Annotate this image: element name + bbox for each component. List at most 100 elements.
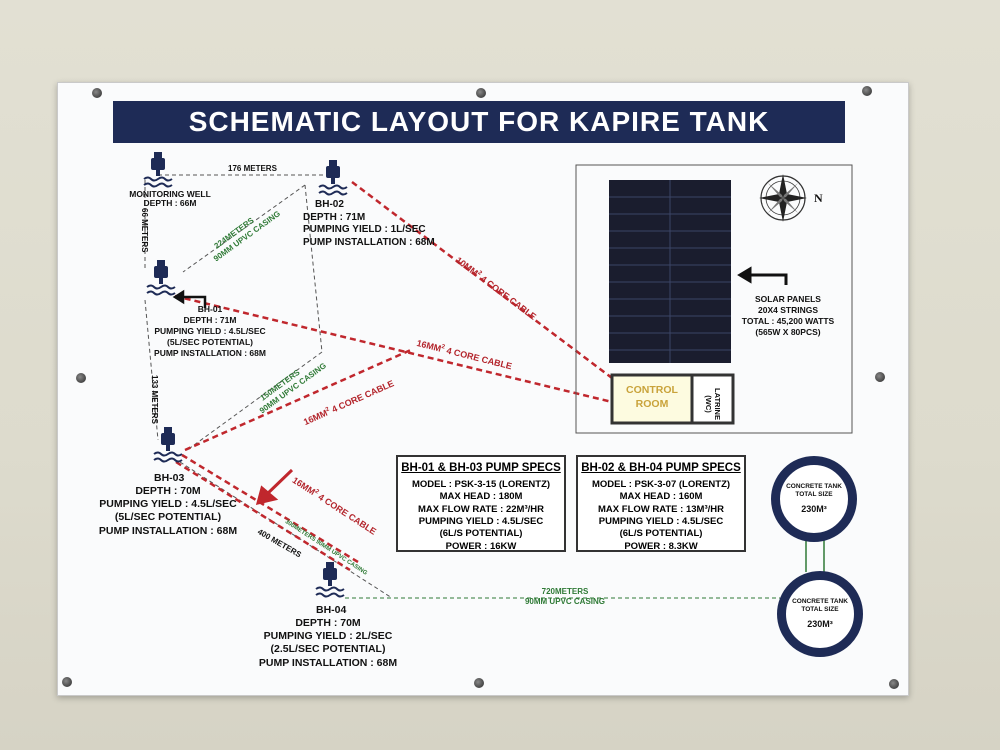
pump-specs-box-bh02-bh04: BH-02 & BH-04 PUMP SPECS MODEL : PSK-3-0… bbox=[576, 455, 746, 552]
tank-top-title: CONCRETE TANK bbox=[786, 483, 842, 490]
bh03-depth: DEPTH : 70M bbox=[135, 485, 201, 498]
screw bbox=[92, 88, 102, 98]
bh02-yield: PUMPING YIELD : 1L/SEC bbox=[303, 224, 426, 235]
control-room-line2: ROOM bbox=[635, 397, 669, 410]
bh01-yield: PUMPING YIELD : 4.5L/SEC bbox=[154, 326, 266, 337]
bh03-potential: (5L/SEC POTENTIAL) bbox=[114, 511, 222, 524]
spec-line: POWER : 8.3KW bbox=[624, 540, 698, 552]
pipe-bh02-bh01 bbox=[182, 184, 306, 273]
bh04-label: BH-04 DEPTH : 70M PUMPING YIELD : 2L/SEC… bbox=[258, 604, 398, 670]
arrow-cable-pointer bbox=[255, 468, 294, 506]
bh02-label: BH-02 DEPTH : 71M PUMPING YIELD : 1L/SEC… bbox=[303, 199, 435, 249]
solar-panel-array bbox=[609, 180, 731, 363]
solar-total: TOTAL : 45,200 WATTS bbox=[741, 316, 835, 327]
spec-heading: BH-02 & BH-04 PUMP SPECS bbox=[581, 462, 741, 474]
spec-line: MODEL : PSK-3-15 (LORENTZ) bbox=[411, 479, 551, 490]
latrine-line1: LATRINE bbox=[713, 388, 722, 420]
monitoring-well-depth: DEPTH : 66M bbox=[143, 198, 197, 209]
control-room-box bbox=[610, 373, 694, 425]
distance-mw-bh01: 66 METERS bbox=[140, 208, 149, 253]
solar-strings: 20X4 STRINGS bbox=[758, 305, 818, 316]
solar-title: SOLAR PANELS bbox=[755, 294, 821, 304]
casing-720-length: 720METERS bbox=[541, 587, 589, 596]
casing-720-label: 720METERS 90MM UPVC CASING bbox=[480, 587, 650, 606]
latrine-line2: (WC) bbox=[704, 395, 713, 413]
screw bbox=[875, 372, 885, 382]
compass-north-label: N bbox=[814, 191, 823, 205]
screw bbox=[476, 88, 486, 98]
spec-line: (6L/S POTENTIAL) bbox=[619, 528, 703, 540]
monitoring-well-label: MONITORING WELL DEPTH : 66M bbox=[110, 189, 230, 209]
schematic-board bbox=[57, 82, 909, 696]
distance-bh01-bh03: 133 METERS bbox=[150, 375, 159, 424]
spec-line: MAX HEAD : 160M bbox=[619, 491, 703, 503]
bh01-name: BH-01 bbox=[197, 304, 223, 314]
pump-icon bbox=[143, 152, 173, 192]
solar-panel-info: SOLAR PANELS 20X4 STRINGS TOTAL : 45,200… bbox=[732, 294, 844, 338]
concrete-tank-bottom: CONCRETE TANK TOTAL SIZE 230M³ bbox=[777, 571, 863, 657]
spec-line: (6L/S POTENTIAL) bbox=[439, 528, 523, 540]
spec-heading: BH-01 & BH-03 PUMP SPECS bbox=[401, 462, 561, 474]
pump-icon bbox=[315, 562, 345, 602]
bh03-yield: PUMPING YIELD : 4.5L/SEC bbox=[99, 498, 237, 511]
bh03-name: BH-03 bbox=[154, 472, 185, 484]
screw bbox=[474, 678, 484, 688]
bh04-install: PUMP INSTALLATION : 68M bbox=[258, 656, 398, 669]
bh03-label: BH-03 DEPTH : 70M PUMPING YIELD : 4.5L/S… bbox=[98, 472, 238, 538]
spec-line: PUMPING YIELD : 4.5L/SEC bbox=[418, 516, 544, 528]
monitoring-well-name: MONITORING WELL bbox=[129, 189, 211, 199]
spec-line: MODEL : PSK-3-07 (LORENTZ) bbox=[591, 479, 731, 490]
pipe-junction-bh03 bbox=[189, 351, 323, 449]
pump-icon bbox=[153, 427, 183, 467]
arrow-solar bbox=[737, 266, 788, 285]
bh04-name: BH-04 bbox=[316, 604, 347, 616]
pump-icon bbox=[146, 260, 176, 300]
casing-720-type: 90MM UPVC CASING bbox=[524, 596, 605, 606]
cable-bh02-control bbox=[351, 181, 613, 379]
screw bbox=[862, 86, 872, 96]
spec-line: MAX FLOW RATE : 22M³/HR bbox=[418, 503, 544, 515]
spec-line: MAX HEAD : 180M bbox=[439, 491, 523, 503]
solar-panels-count: (565W X 80PCS) bbox=[755, 327, 821, 338]
cable-bh03-bh04-a bbox=[181, 453, 359, 564]
tank-bottom-size-label: TOTAL SIZE bbox=[801, 606, 839, 614]
spec-line: MAX FLOW RATE : 13M³/HR bbox=[598, 503, 724, 515]
concrete-tank-top: CONCRETE TANK TOTAL SIZE 230M³ bbox=[771, 456, 857, 542]
tank-top-size-label: TOTAL SIZE bbox=[795, 491, 833, 499]
spec-line: PUMPING YIELD : 4.5L/SEC bbox=[598, 516, 724, 528]
tank-top-volume: 230M³ bbox=[801, 504, 827, 515]
bh02-depth: DEPTH : 71M bbox=[303, 211, 366, 223]
bh01-potential: (5L/SEC POTENTIAL) bbox=[167, 337, 253, 348]
bh02-name: BH-02 bbox=[315, 199, 344, 210]
page-title: SCHEMATIC LAYOUT FOR KAPIRE TANK bbox=[113, 101, 845, 143]
pipe-bh01-bh03 bbox=[144, 299, 159, 441]
pump-icon bbox=[318, 160, 348, 200]
distance-mw-bh02: 176 METERS bbox=[228, 164, 277, 173]
tank-bottom-volume: 230M³ bbox=[807, 619, 833, 630]
bh01-depth: DEPTH : 71M bbox=[183, 315, 237, 326]
control-room-line1: CONTROL bbox=[626, 384, 678, 396]
pump-specs-box-bh01-bh03: BH-01 & BH-03 PUMP SPECS MODEL : PSK-3-1… bbox=[396, 455, 566, 552]
bh04-depth: DEPTH : 70M bbox=[295, 617, 361, 630]
bh04-yield: PUMPING YIELD : 2L/SEC bbox=[263, 630, 393, 643]
control-room-label: CONTROL ROOM bbox=[612, 384, 692, 411]
arrow-bh01 bbox=[172, 289, 207, 308]
tank-bottom-title: CONCRETE TANK bbox=[792, 598, 848, 605]
compass-icon bbox=[759, 174, 807, 222]
latrine-label: LATRINE (WC) bbox=[704, 381, 722, 427]
cable-bh03-bh04-b bbox=[175, 460, 351, 572]
spec-line: POWER : 16KW bbox=[445, 540, 517, 552]
bh01-install: PUMP INSTALLATION : 68M bbox=[154, 348, 266, 359]
cable-bh01-control bbox=[174, 294, 613, 404]
bh04-potential: (2.5L/SEC POTENTIAL) bbox=[270, 643, 386, 656]
bh02-install: PUMP INSTALLATION : 68M bbox=[303, 236, 435, 248]
solar-area-frame bbox=[575, 164, 853, 434]
screw bbox=[62, 677, 72, 687]
screw bbox=[889, 679, 899, 689]
latrine-box bbox=[690, 373, 735, 425]
cable-bh03-control bbox=[184, 347, 414, 452]
bh03-install: PUMP INSTALLATION : 68M bbox=[98, 524, 238, 537]
screw bbox=[76, 373, 86, 383]
bh01-label: BH-01 DEPTH : 71M PUMPING YIELD : 4.5L/S… bbox=[140, 304, 280, 359]
